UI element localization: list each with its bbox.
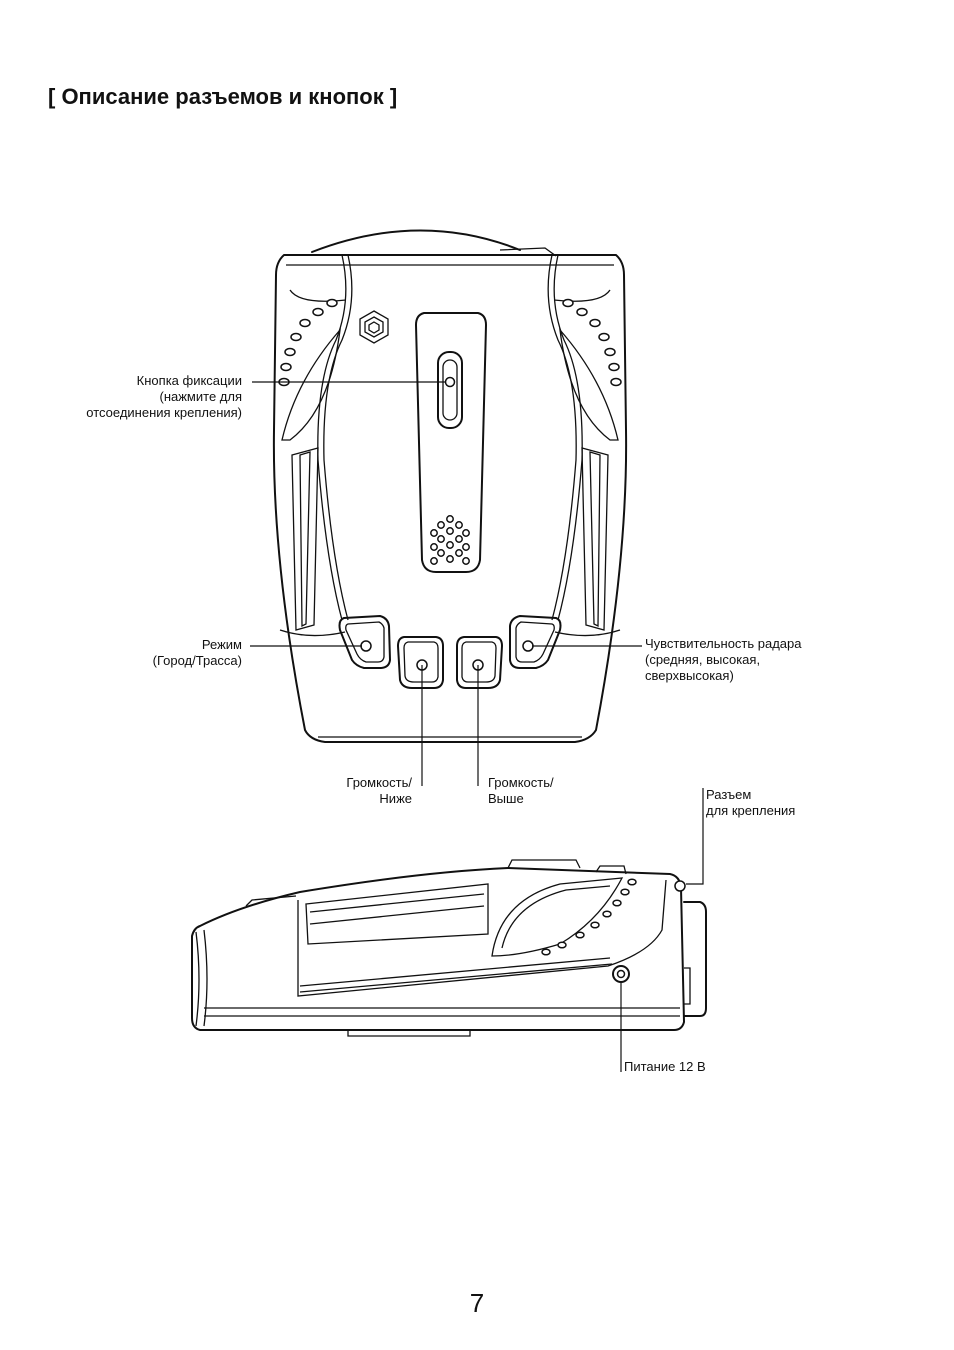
mount-connector-icon: [674, 880, 686, 892]
lock-button-label: Кнопка фиксации (нажмите для отсоединени…: [86, 373, 242, 420]
speaker-grille: [430, 515, 470, 565]
mode-label: Режим (Город/Трасса): [152, 637, 242, 668]
hexagon-logo-icon: [359, 310, 389, 344]
sensitivity-button[interactable]: [509, 615, 562, 669]
top-view-device: [272, 229, 628, 743]
sensitivity-label: Чувствительность радара (средняя, высока…: [645, 636, 802, 683]
side-view-device: [191, 859, 707, 1037]
page-number: 7: [469, 1288, 485, 1318]
volume-up-button[interactable]: [456, 636, 503, 689]
mode-button[interactable]: [338, 615, 391, 669]
leader-lines-top: [250, 381, 642, 786]
side-led-indicators: [541, 878, 637, 956]
volume-down-button[interactable]: [397, 636, 444, 689]
power-jack-icon: [612, 965, 630, 983]
volume-down-label: Громкость/ Ниже: [346, 775, 412, 806]
right-led-indicators: [562, 298, 622, 387]
leader-lines-side: [620, 788, 704, 1072]
mount-connector-label: Разъем для крепления: [706, 787, 796, 818]
left-led-indicators: [278, 298, 338, 387]
page-title: [ Описание разъемов и кнопок ]: [48, 84, 398, 109]
volume-up-label: Громкость/ Выше: [488, 775, 554, 806]
power-label: Питание 12 В: [624, 1059, 706, 1074]
